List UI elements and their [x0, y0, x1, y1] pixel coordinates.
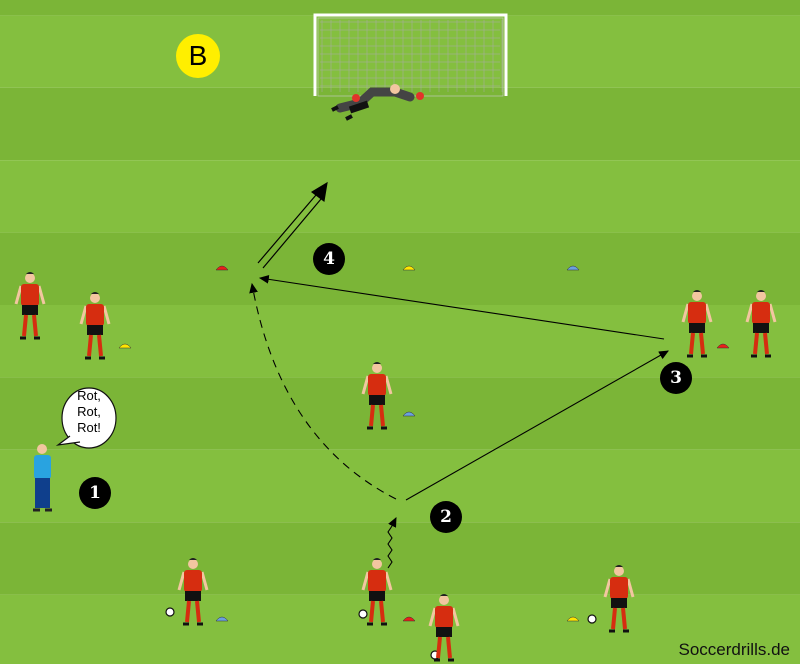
grass-stripe	[0, 87, 800, 161]
cone	[716, 343, 730, 349]
grass-stripe	[0, 594, 800, 664]
grass-stripe	[0, 449, 800, 523]
speech-bubble	[55, 387, 117, 449]
soccer-ball	[587, 614, 597, 624]
cone	[118, 343, 132, 349]
step-marker-4: 4	[313, 243, 345, 275]
player	[177, 558, 209, 626]
player	[361, 362, 393, 430]
cone	[402, 265, 416, 271]
player	[361, 558, 393, 626]
soccer-ball	[165, 607, 175, 617]
pass-arrow-3-to-4	[258, 274, 665, 340]
cone	[215, 616, 229, 622]
player	[681, 290, 713, 358]
player	[428, 594, 460, 662]
grass-stripe	[0, 160, 800, 233]
soccer-ball	[358, 609, 368, 619]
goalkeeper-diving	[331, 84, 424, 121]
grass-stripe	[0, 232, 800, 305]
shot-arrow	[257, 194, 322, 269]
player	[79, 292, 111, 360]
cone	[402, 411, 416, 417]
coach	[33, 444, 52, 512]
watermark: Soccerdrills.de	[678, 640, 791, 659]
player	[745, 290, 777, 358]
grass-stripe	[0, 15, 800, 88]
cone	[215, 265, 229, 271]
field-label-badge: B	[176, 34, 220, 78]
player	[603, 565, 635, 633]
dribble-arrow	[387, 517, 397, 569]
speech-line: Rot,	[77, 404, 101, 419]
cone	[566, 616, 580, 622]
run-arrow-dashed	[249, 282, 397, 500]
run-arrows	[249, 181, 669, 569]
speech-line: Rot!	[77, 420, 101, 435]
step-marker-3: 3	[660, 362, 692, 394]
step-marker-2: 2	[430, 501, 462, 533]
cone	[402, 616, 416, 622]
speech-line: Rot,	[77, 388, 101, 403]
grass-stripe	[0, 522, 800, 595]
pass-arrow-2-to-3	[405, 350, 669, 501]
grass-stripe	[0, 0, 800, 16]
step-marker-1: 1	[79, 477, 111, 509]
player	[14, 272, 46, 340]
cone	[566, 265, 580, 271]
speech-bubble-text: Rot, Rot, Rot!	[62, 388, 116, 436]
